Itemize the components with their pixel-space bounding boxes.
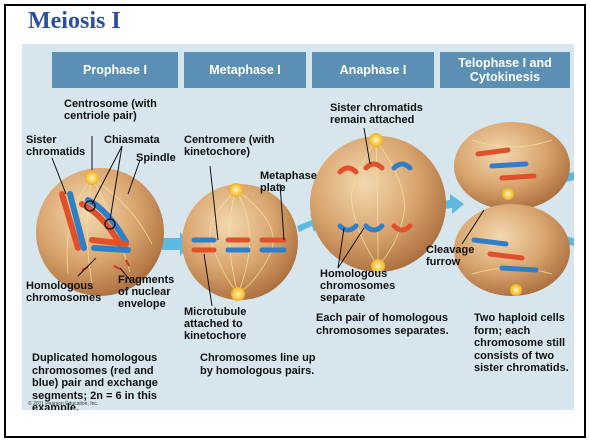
copyright-notice: © 2011 Pearson Education, Inc. bbox=[28, 401, 98, 407]
stage-header-metaphase: Metaphase I bbox=[184, 52, 306, 88]
label-centromere: Centromere (with kinetochore) bbox=[184, 134, 288, 158]
label-homologous-separate: Homologous chromosomes separate bbox=[320, 268, 400, 304]
label-homologous-chromosomes: Homologous chromosomes bbox=[26, 280, 104, 304]
label-sister-remain-attached: Sister chromatids remain attached bbox=[330, 102, 434, 126]
centrosome-icon bbox=[85, 171, 99, 185]
label-sister-chromatids: Sister chromatids bbox=[26, 134, 86, 158]
label-centrosome: Centrosome (with centriole pair) bbox=[64, 98, 160, 122]
label-microtubule: Microtubule attached to kinetochore bbox=[184, 306, 274, 342]
caption-anaphase: Each pair of homologous chromosomes sepa… bbox=[316, 312, 466, 337]
caption-metaphase: Chromosomes line up by homologous pairs. bbox=[200, 352, 324, 377]
label-nuclear-fragments: Fragments of nuclear envelope bbox=[118, 274, 180, 310]
telophase-cells bbox=[454, 122, 570, 296]
slide-title: Meiosis I bbox=[28, 8, 121, 35]
metaphase-cell bbox=[182, 183, 298, 301]
meiosis-figure: Prophase I Metaphase I Anaphase I Teloph… bbox=[22, 44, 574, 410]
label-chiasmata: Chiasmata bbox=[104, 134, 160, 146]
label-spindle: Spindle bbox=[136, 152, 176, 164]
caption-telophase: Two haploid cells form; each chromosome … bbox=[474, 312, 570, 375]
stage-header-prophase: Prophase I bbox=[52, 52, 178, 88]
label-cleavage-furrow: Cleavage furrow bbox=[426, 244, 480, 268]
stage-header-telophase: Telophase I and Cytokinesis bbox=[440, 52, 570, 88]
stage-header-anaphase: Anaphase I bbox=[312, 52, 434, 88]
label-metaphase-plate: Metaphase plate bbox=[260, 170, 316, 194]
